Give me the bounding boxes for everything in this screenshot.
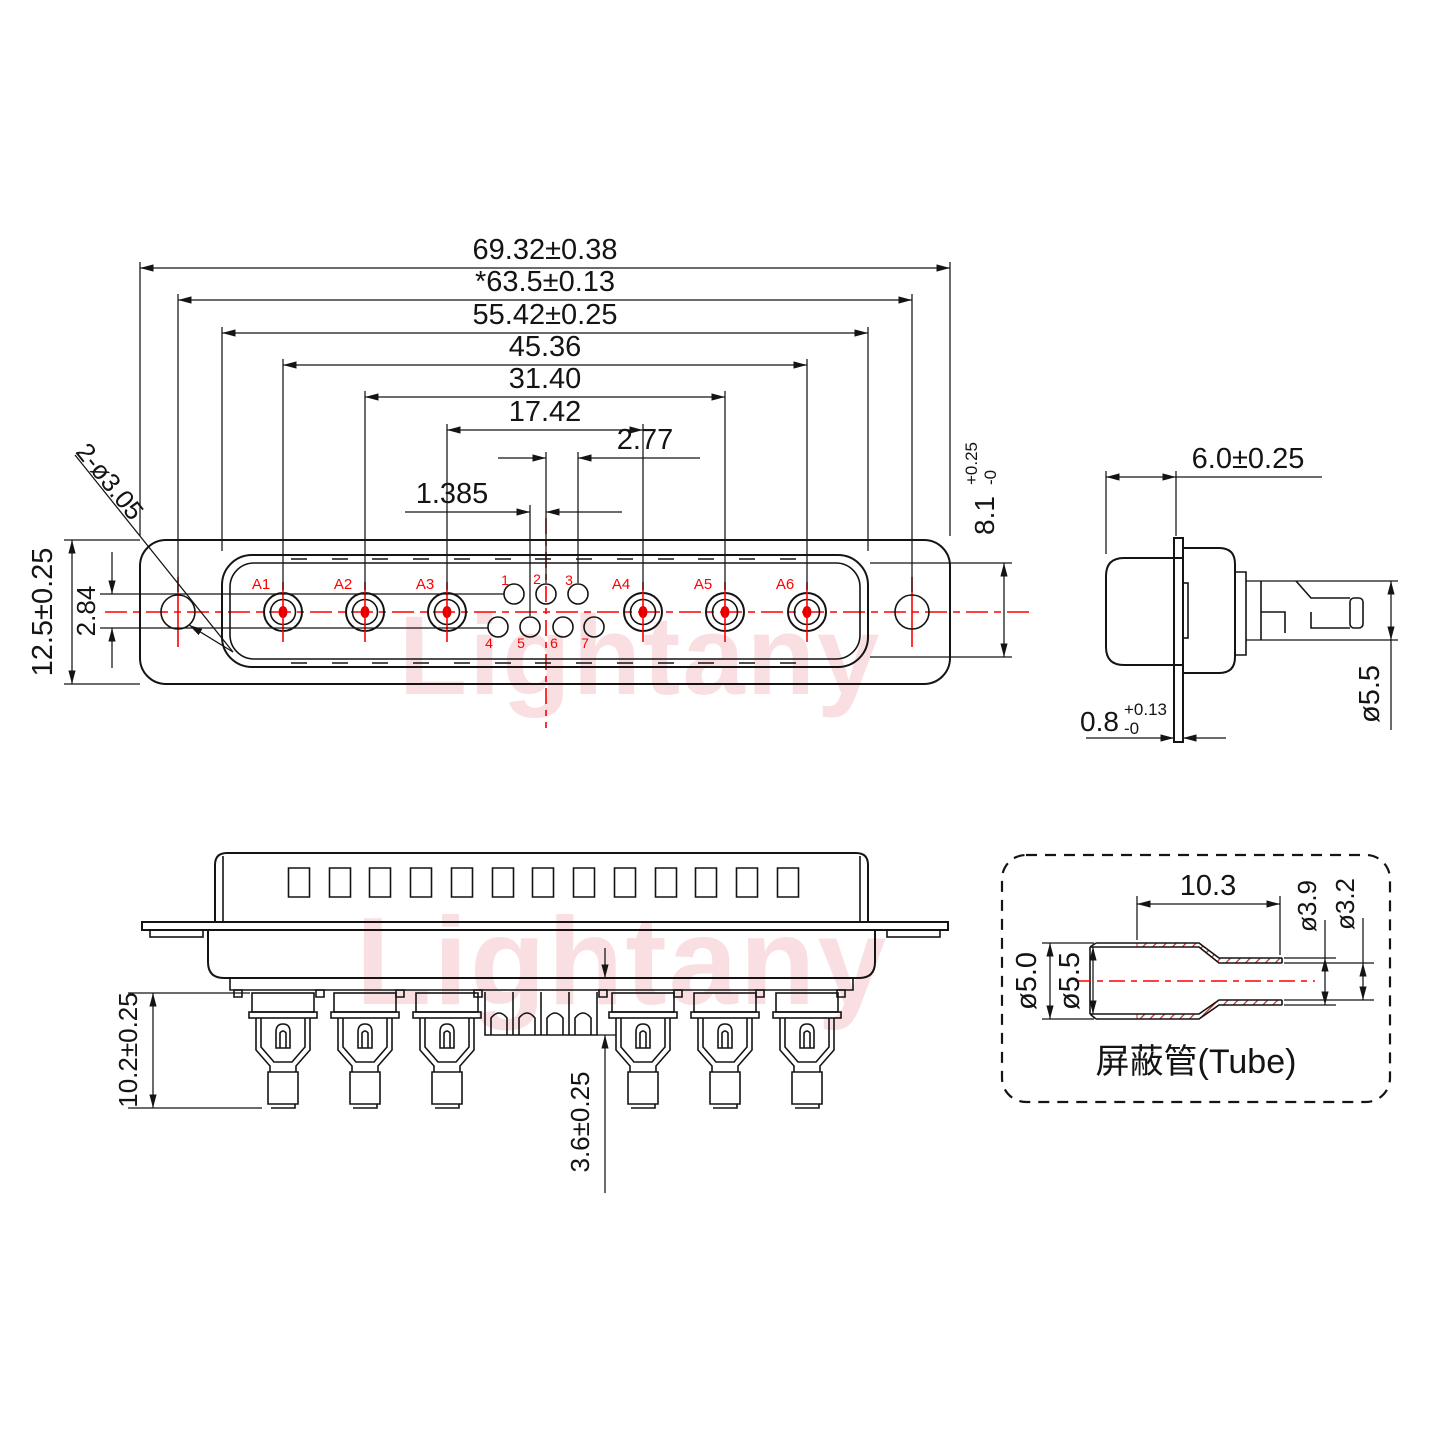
dim-shell-height-tol-upper: +0.25 — [962, 442, 981, 485]
coax-pin-a2 — [345, 582, 385, 642]
dim-signal-half-pitch: 1.385 — [416, 478, 489, 510]
side-body-step — [1235, 571, 1247, 656]
dshell-outer — [221, 554, 869, 668]
signal-pin-7 — [583, 616, 605, 638]
front-shell-height-dim: 8.1 +0.25 -0 — [870, 442, 1012, 658]
bottom-insulator-strip — [229, 978, 854, 991]
coax-pin-label-a6: A6 — [776, 576, 794, 593]
mount-hole-right — [894, 594, 930, 630]
signal-pin-5 — [519, 616, 541, 638]
dim-row-spacing: 2.84 — [71, 586, 101, 637]
coax-pin-label-a3: A3 — [416, 576, 434, 593]
side-view: 6.0±0.25 0.8 +0.13 -0 ø5.5 — [1080, 443, 1398, 743]
dim-coax-mid-span: 31.40 — [509, 363, 582, 395]
bottom-insulator — [207, 930, 876, 979]
crimp-pin — [248, 992, 318, 1109]
side-contact — [1246, 580, 1398, 641]
side-dims: 6.0±0.25 0.8 +0.13 -0 ø5.5 — [1080, 443, 1395, 742]
dim-pin-length: 10.2±0.25 — [113, 992, 143, 1107]
signal-pin-label-5: 5 — [517, 635, 525, 651]
dim-coax-outer-span: 45.36 — [509, 331, 582, 363]
bottom-flange — [141, 921, 949, 931]
dim-body-id: ø5.5 — [1054, 952, 1086, 1010]
dim-flange-tol-lower: -0 — [1124, 719, 1139, 738]
signal-pin-2 — [535, 583, 557, 605]
crimp-pin — [772, 992, 842, 1109]
signal-pin-label-4: 4 — [485, 635, 493, 651]
signal-pin-label-1: 1 — [501, 572, 509, 588]
signal-pin-6 — [552, 616, 574, 638]
dim-flange-thickness: 0.8 — [1080, 706, 1119, 737]
dim-shell-height: 8.1 — [969, 496, 1000, 535]
dim-shell-width: 55.42±0.25 — [473, 299, 618, 331]
tube-detail-border — [1000, 853, 1392, 1104]
crimp-pin — [412, 992, 482, 1109]
coax-pin-a6 — [787, 582, 827, 642]
signal-pin-label-7: 7 — [581, 635, 589, 651]
dim-signal-pitch: 2.77 — [617, 424, 673, 456]
tube-wall-hatch-top — [1136, 942, 1283, 964]
signal-pin-label-2: 2 — [533, 571, 541, 587]
dim-flange-tol-upper: +0.13 — [1124, 700, 1167, 719]
crimp-pin — [690, 992, 760, 1109]
bottom-shell-teeth — [287, 867, 800, 898]
dim-contact-dia: ø5.5 — [1354, 665, 1386, 723]
signal-pin-label-6: 6 — [550, 635, 558, 651]
front-view: A1 A2 A3 A4 A5 A6 1 2 3 4 5 6 7 69.32±0.… — [27, 234, 1035, 728]
crimp-pin — [608, 992, 678, 1109]
side-front-shell — [1105, 557, 1183, 666]
dim-shell-depth: 6.0±0.25 — [1192, 443, 1305, 475]
dim-mount-hole-dia: 2-ø3.05 — [70, 437, 150, 526]
tube-wall-hatch-bottom — [1136, 999, 1283, 1020]
coax-pin-label-a5: A5 — [694, 576, 712, 593]
mount-hole-left — [160, 594, 196, 630]
dim-signal-pin-length: 3.6±0.25 — [565, 1071, 595, 1172]
coax-pin-a1 — [263, 582, 303, 642]
bottom-coax-pins — [248, 992, 842, 1109]
bottom-signal-pins — [484, 992, 598, 1036]
coax-pin-label-a2: A2 — [334, 576, 352, 593]
dim-sleeve-length: 10.3 — [1180, 870, 1236, 902]
flange-outline — [139, 539, 951, 685]
bottom-flange-lip-right — [886, 929, 941, 938]
side-back-body — [1183, 547, 1236, 674]
side-flange — [1173, 537, 1184, 743]
bottom-insulator-pegs — [233, 989, 846, 998]
front-dimension-stack: 69.32±0.38 *63.5±0.13 55.42±0.25 45.36 3… — [139, 234, 951, 616]
dim-flange-height: 12.5±0.25 — [27, 548, 59, 677]
coax-pin-a3 — [427, 582, 467, 642]
bottom-view: 10.2±0.25 3.6±0.25 — [113, 852, 949, 1193]
dim-shell-height-tol-lower: -0 — [981, 470, 1000, 485]
coax-pin-a5 — [705, 582, 745, 642]
coax-pin-label-a1: A1 — [252, 576, 270, 593]
dim-tail-id: ø3.2 — [1330, 878, 1360, 930]
dim-mouth-id: ø5.0 — [1011, 952, 1043, 1010]
bottom-dims: 10.2±0.25 3.6±0.25 — [113, 948, 616, 1193]
bottom-shell — [214, 852, 869, 922]
tube-view: 10.3 ø3.9 ø3.2 ø5.0 ø5.5 屏蔽管(Tube) — [1000, 853, 1392, 1104]
signal-pin-4 — [487, 616, 509, 638]
signal-pin-3 — [567, 583, 589, 605]
dshell-inner — [229, 562, 861, 660]
tube-label: 屏蔽管(Tube) — [1096, 1043, 1297, 1081]
tube-dims: 10.3 ø3.9 ø3.2 ø5.0 ø5.5 — [1011, 870, 1374, 1020]
dim-overall-width: 69.32±0.38 — [473, 234, 618, 266]
bottom-flange-lip-left — [149, 929, 204, 938]
dim-mount-hole-spacing: *63.5±0.13 — [475, 266, 615, 298]
dshell-edge-dashes — [291, 558, 796, 664]
signal-pin-label-3: 3 — [565, 572, 573, 588]
watermark-bottom: Lightany — [356, 893, 889, 1031]
coax-pin-label-a4: A4 — [612, 576, 630, 593]
crimp-pin — [330, 992, 400, 1109]
side-body-inner-step — [1182, 582, 1189, 639]
dim-coax-inner-span: 17.42 — [509, 396, 582, 428]
dim-tail-od: ø3.9 — [1292, 880, 1322, 932]
coax-pin-a4 — [623, 582, 663, 642]
